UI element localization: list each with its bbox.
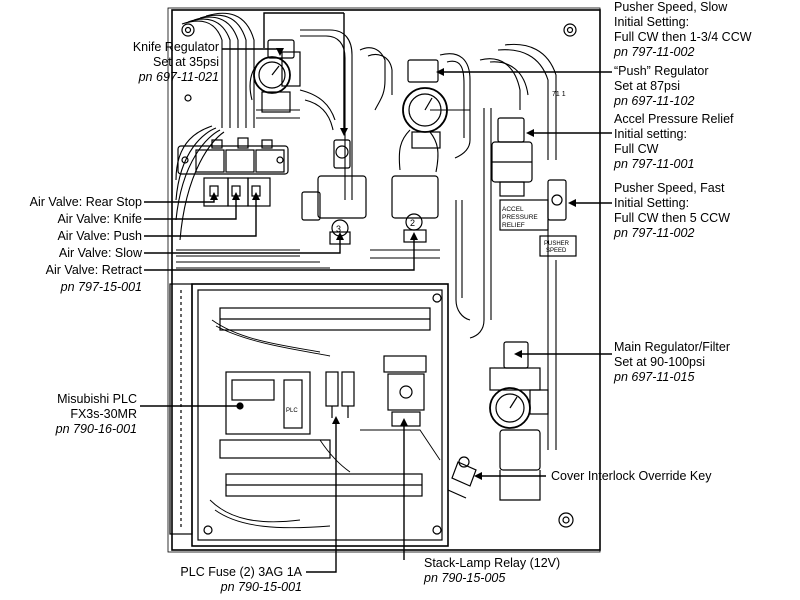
callout-plc-fuse: PLC Fuse (2) 3AG 1A pn 790-15-001 xyxy=(180,565,302,595)
plc-fuse-name: PLC Fuse (2) 3AG 1A xyxy=(180,565,302,579)
pusher-speed-fast-valve: PUSHER SPEED xyxy=(539,179,577,257)
air-valve-push: Air Valve: Push xyxy=(57,229,142,243)
enclosure-wiring xyxy=(209,319,441,529)
pusher-slow-name: Pusher Speed, Slow xyxy=(614,0,728,14)
callout-plc: Misubishi PLC FX3s-30MR pn 790-16-001 xyxy=(56,392,137,437)
cover-interlock-key xyxy=(447,456,477,499)
knife-regulator-name: Knife Regulator xyxy=(132,40,219,54)
tubing-middle xyxy=(176,249,440,269)
air-valves-pn: pn 797-15-001 xyxy=(60,280,142,294)
corner-mark: 71 1 xyxy=(552,91,566,98)
stack-relay-pn: pn 790-15-005 xyxy=(424,571,506,585)
callout-accel-relief: Accel Pressure Relief Initial setting: F… xyxy=(614,112,734,172)
plc-tag: PLC xyxy=(286,408,298,414)
interlock-key-name: Cover Interlock Override Key xyxy=(551,469,712,483)
pusher-fast-initial: Initial Setting: xyxy=(614,196,690,210)
callout-air-valves: Air Valve: Rear Stop Air Valve: Knife Ai… xyxy=(30,194,142,296)
pusher-slow-initial: Initial Setting: xyxy=(614,15,690,29)
arrowheads xyxy=(210,48,576,480)
valve-number-2: 2 xyxy=(410,218,415,228)
main-regulator-setting: Set at 90-100psi xyxy=(614,355,706,369)
air-valve-manifold xyxy=(177,137,289,207)
air-valve-knife: Air Valve: Knife xyxy=(57,212,142,226)
plc-fuses xyxy=(325,371,355,418)
callout-pusher-speed-fast: Pusher Speed, Fast Initial Setting: Full… xyxy=(614,181,730,241)
plc-unit: PLC xyxy=(219,371,331,459)
accel-pressure-relief: ACCEL PRESSURE RELIEF xyxy=(491,117,549,231)
callout-interlock-key: Cover Interlock Override Key xyxy=(551,469,711,484)
push-regulator xyxy=(402,59,448,149)
slow-valve: 3 xyxy=(301,139,367,245)
knife-regulator-setting: Set at 35psi xyxy=(152,55,219,69)
push-regulator-setting: Set at 87psi xyxy=(614,79,681,93)
pusher-fast-pn: pn 797-11-002 xyxy=(614,226,695,240)
callout-pusher-speed-slow: Pusher Speed, Slow Initial Setting: Full… xyxy=(614,0,752,60)
main-regulator-filter xyxy=(489,341,549,501)
pusher-fast-setting: Full CW then 5 CCW xyxy=(614,211,730,225)
main-regulator-name: Main Regulator/Filter xyxy=(614,340,731,354)
plc-fuse-pn: pn 790-15-001 xyxy=(220,580,302,594)
knife-regulator xyxy=(253,39,301,113)
pusher-speed-label-2: SPEED xyxy=(546,248,567,254)
accel-relief-name: Accel Pressure Relief xyxy=(614,112,734,126)
tubing-right xyxy=(455,108,557,450)
callout-main-regulator: Main Regulator/Filter Set at 90-100psi p… xyxy=(614,340,730,385)
pusher-fast-name: Pusher Speed, Fast xyxy=(614,181,725,195)
callout-stack-relay: Stack-Lamp Relay (12V) pn 790-15-005 xyxy=(424,556,560,586)
terminal-strip-bottom xyxy=(225,473,423,497)
callout-push-regulator: “Push” Regulator Set at 87psi pn 697-11-… xyxy=(614,64,709,109)
air-valve-rear-stop: Air Valve: Rear Stop xyxy=(29,195,142,209)
push-regulator-name: “Push” Regulator xyxy=(614,64,709,78)
plc-model: FX3s-30MR xyxy=(70,407,137,421)
pusher-slow-setting: Full CW then 1-3/4 CCW xyxy=(614,30,752,44)
callout-knife-regulator: Knife Regulator Set at 35psi pn 697-11-0… xyxy=(133,40,219,85)
air-valve-slow: Air Valve: Slow xyxy=(58,246,142,260)
valve-number-3: 3 xyxy=(336,224,341,234)
accel-relief-setting: Full CW xyxy=(614,142,659,156)
plc-name: Misubishi PLC xyxy=(57,392,137,406)
accel-label-3: RELIEF xyxy=(502,222,525,229)
stack-relay-name: Stack-Lamp Relay (12V) xyxy=(424,556,561,570)
pusher-speed-label-1: PUSHER xyxy=(544,241,570,247)
terminal-strip-top xyxy=(219,307,431,331)
knife-regulator-pn: pn 697-11-021 xyxy=(138,70,219,84)
push-regulator-pn: pn 697-11-102 xyxy=(614,94,695,108)
stack-lamp-relay xyxy=(383,355,427,427)
retract-valve: 2 xyxy=(391,175,439,243)
accel-label-1: ACCEL xyxy=(502,206,524,213)
accel-relief-pn: pn 797-11-001 xyxy=(614,157,695,171)
accel-relief-initial: Initial setting: xyxy=(614,127,687,141)
leader-lines xyxy=(140,12,612,573)
tubing-upper xyxy=(175,12,557,241)
electrical-enclosure xyxy=(169,283,449,547)
air-valve-retract: Air Valve: Retract xyxy=(45,263,142,277)
main-regulator-pn: pn 697-11-015 xyxy=(614,370,695,384)
plc-pn: pn 790-16-001 xyxy=(55,422,137,436)
pusher-slow-pn: pn 797-11-002 xyxy=(614,45,695,59)
back-panel xyxy=(167,7,601,553)
accel-label-2: PRESSURE xyxy=(502,214,538,221)
